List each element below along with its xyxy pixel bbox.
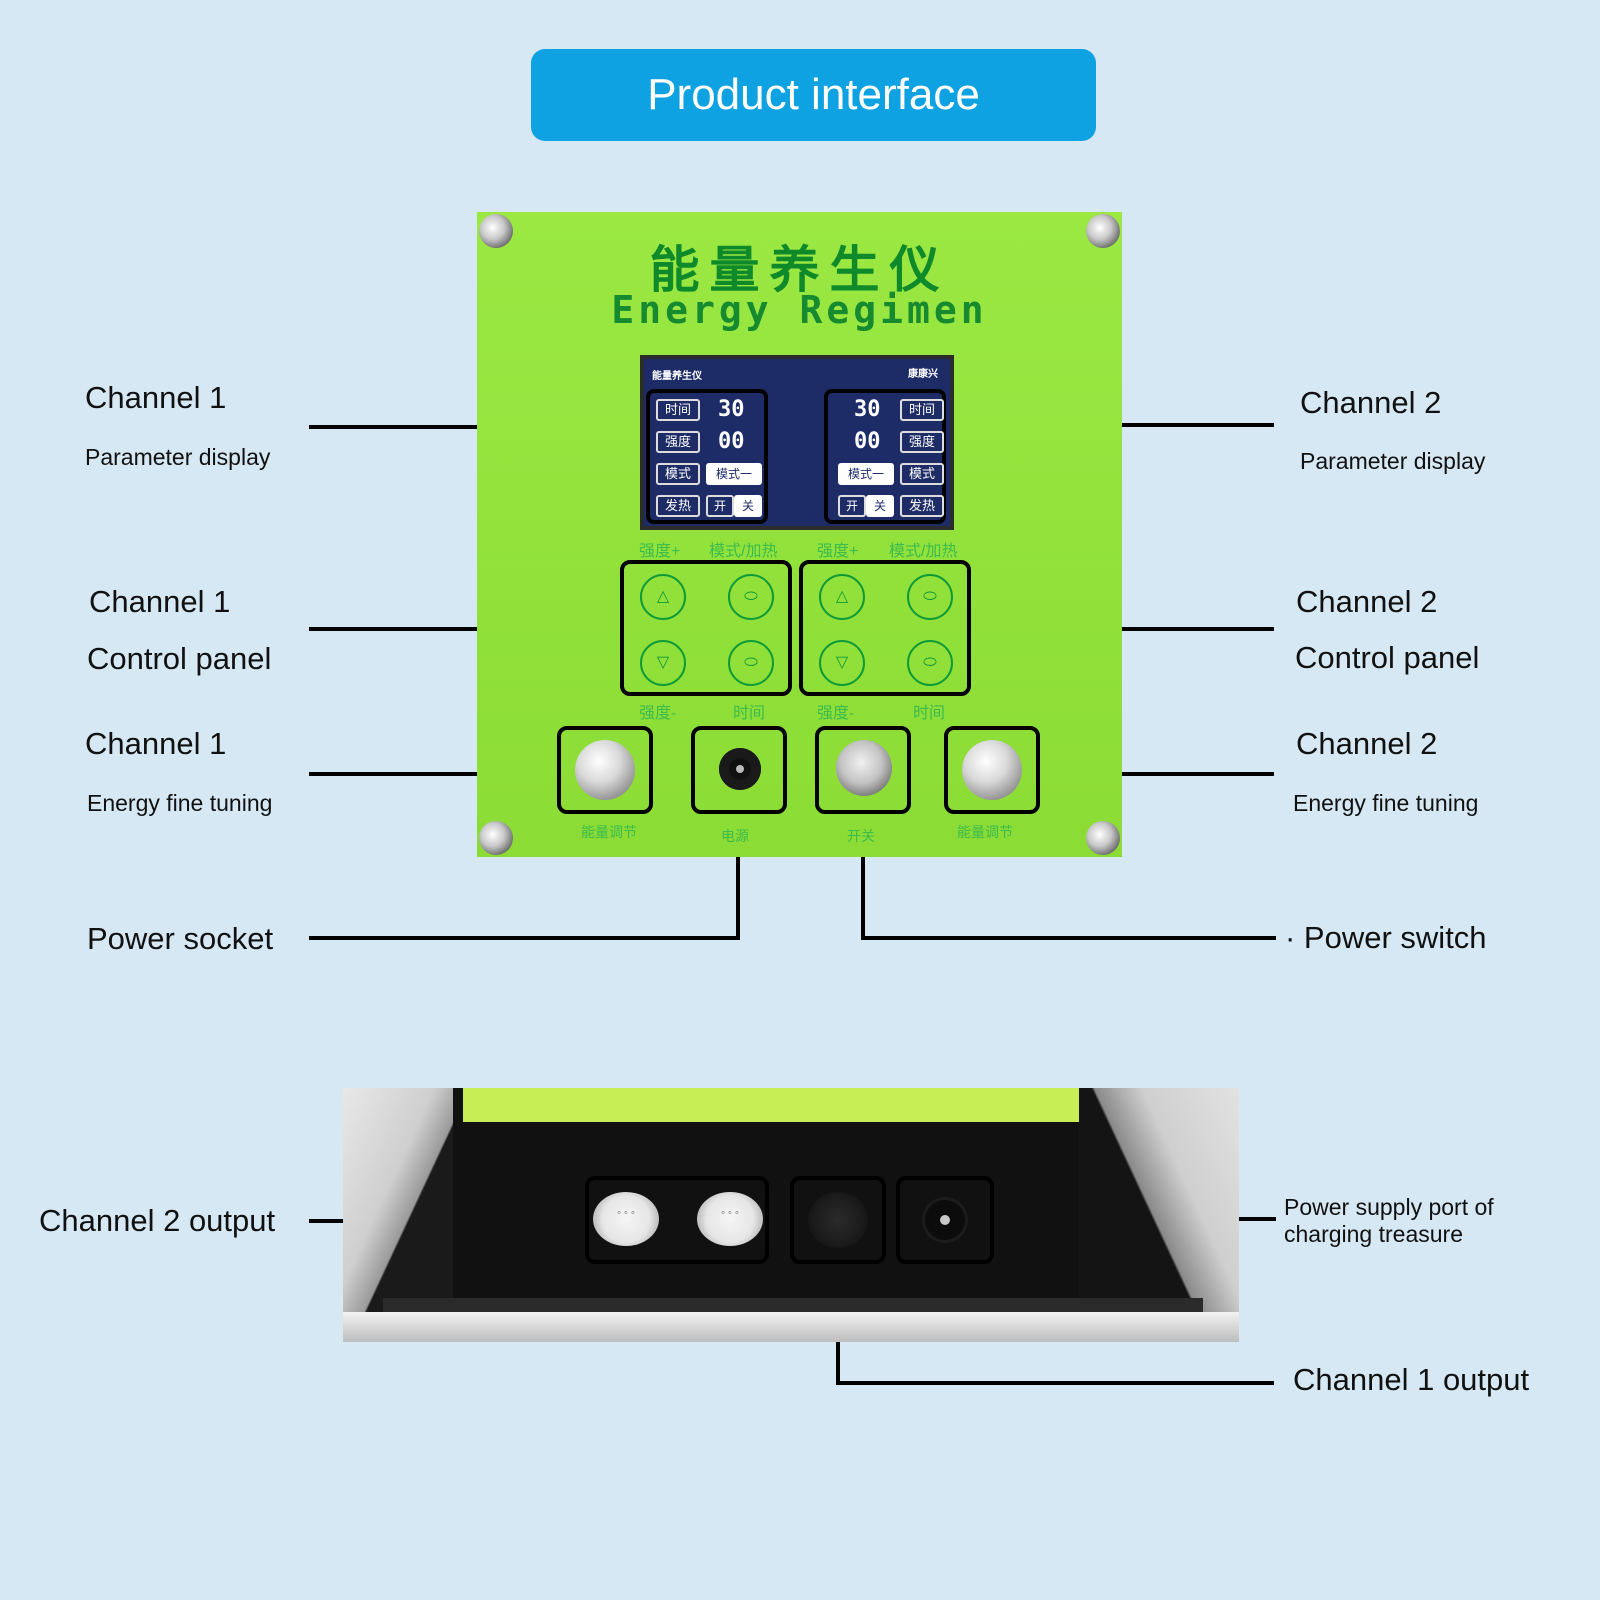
- mode-heat-button[interactable]: ⬭: [907, 574, 953, 620]
- control-panel-channel-1: △ ⬭ ▽ ⬭: [620, 560, 792, 696]
- power-switch-button[interactable]: [836, 740, 892, 796]
- case-floor: [383, 1298, 1203, 1312]
- label-power-switch: · Power switch: [1285, 920, 1487, 955]
- lcd-off-label: 关: [734, 495, 762, 517]
- label-ch2-param-title: Channel 2: [1300, 385, 1442, 420]
- output-port-icon[interactable]: [808, 1192, 868, 1248]
- label-power-port-line1: Power supply port of: [1284, 1194, 1494, 1220]
- intensity-up-button[interactable]: △: [819, 574, 865, 620]
- screw-icon: [479, 821, 513, 855]
- label-ch2-control-sub: Control panel: [1295, 640, 1480, 675]
- lcd-header-left: 能量养生仪: [652, 371, 702, 382]
- lcd-time-label: 时间: [656, 399, 700, 421]
- label-ch1-param-sub: Parameter display: [85, 444, 271, 470]
- energy-knob-channel-1-frame: [557, 726, 653, 814]
- label-power-port-line2: charging treasure: [1284, 1221, 1463, 1247]
- label-power-socket: Power socket: [87, 921, 274, 956]
- label-ch1-param-title: Channel 1: [85, 380, 227, 415]
- power-supply-port-frame: [896, 1176, 994, 1264]
- lcd-display: 能量养生仪 康康兴 时间 30 强度 00 模式 模式一 发热 开 关: [640, 355, 954, 530]
- energy-knob-channel-2-frame: [944, 726, 1040, 814]
- power-socket-icon[interactable]: [719, 748, 761, 790]
- lcd-heat-label: 发热: [656, 495, 700, 517]
- lcd-heat-label: 发热: [900, 495, 944, 517]
- label-ch2-param-sub: Parameter display: [1300, 448, 1486, 474]
- channel-1-output-frame: [790, 1176, 886, 1264]
- lcd-mode-value: 模式一: [838, 463, 894, 485]
- caption-intensity-up: 强度+: [817, 543, 859, 560]
- label-ch2-energy-sub: Energy fine tuning: [1293, 790, 1479, 816]
- lcd-intensity-label: 强度: [656, 431, 700, 453]
- lcd-off-label: 关: [866, 495, 894, 517]
- time-button[interactable]: ⬭: [907, 640, 953, 686]
- intensity-down-button[interactable]: ▽: [640, 640, 686, 686]
- lcd-time-label: 时间: [900, 399, 944, 421]
- label-ch1-energy-title: Channel 1: [85, 726, 227, 761]
- caption-energy-adjust: 能量调节: [957, 824, 1013, 840]
- mode-heat-button[interactable]: ⬭: [728, 574, 774, 620]
- panel-title-en: Energy Regimen: [611, 288, 988, 332]
- screw-icon: [1086, 821, 1120, 855]
- lcd-mode-label: 模式: [900, 463, 944, 485]
- label-ch1-control-title: Channel 1: [89, 584, 231, 619]
- caption-intensity-down: 强度-: [639, 705, 677, 722]
- lcd-header-right: 康康兴: [908, 369, 938, 380]
- screw-icon: [1086, 214, 1120, 248]
- caption-time: 时间: [913, 705, 946, 722]
- channel-2-output-frame: [585, 1176, 769, 1264]
- device-case-photo: [343, 1088, 1239, 1342]
- lcd-time-value: 30: [718, 397, 745, 422]
- lcd-channel-2: 30 时间 00 强度 模式一 模式 开 关 发热: [824, 389, 946, 524]
- output-port-icon[interactable]: [697, 1192, 763, 1246]
- power-switch-frame: [815, 726, 911, 814]
- lcd-intensity-label: 强度: [900, 431, 944, 453]
- dc-port-icon[interactable]: [925, 1200, 965, 1240]
- caption-switch: 开关: [847, 828, 875, 844]
- lcd-time-value: 30: [854, 397, 881, 422]
- caption-energy-adjust: 能量调节: [581, 824, 637, 840]
- time-button[interactable]: ⬭: [728, 640, 774, 686]
- energy-knob-icon[interactable]: [575, 740, 635, 800]
- lcd-mode-label: 模式: [656, 463, 700, 485]
- caption-intensity-down: 强度-: [817, 705, 855, 722]
- device-panel: 能量养生仪 Energy Regimen 能量养生仪 康康兴 时间 30 强度 …: [477, 212, 1122, 857]
- label-ch1-control-sub: Control panel: [87, 641, 272, 676]
- page-title-banner: Product interface: [531, 49, 1096, 141]
- caption-time: 时间: [733, 705, 766, 722]
- lcd-on-label: 开: [838, 495, 866, 517]
- label-ch2-control-title: Channel 2: [1296, 584, 1438, 619]
- lcd-intensity-value: 00: [718, 429, 745, 454]
- screw-icon: [479, 214, 513, 248]
- intensity-up-button[interactable]: △: [640, 574, 686, 620]
- caption-mode-heat: 模式/加热: [889, 543, 958, 560]
- lcd-on-label: 开: [706, 495, 734, 517]
- panel-title-cn: 能量养生仪: [649, 240, 950, 299]
- energy-knob-icon[interactable]: [962, 740, 1022, 800]
- label-ch2-output: Channel 2 output: [39, 1203, 276, 1238]
- lcd-channel-1: 时间 30 强度 00 模式 模式一 发热 开 关: [646, 389, 768, 524]
- output-port-icon[interactable]: [593, 1192, 659, 1246]
- control-panel-channel-2: △ ⬭ ▽ ⬭: [799, 560, 971, 696]
- caption-intensity-up: 强度+: [639, 543, 681, 560]
- label-ch1-energy-sub: Energy fine tuning: [87, 790, 273, 816]
- caption-power: 电源: [721, 828, 749, 844]
- lcd-mode-value: 模式一: [706, 463, 762, 485]
- case-panel-edge: [463, 1088, 1083, 1122]
- lcd-intensity-value: 00: [854, 429, 881, 454]
- label-ch1-output: Channel 1 output: [1293, 1362, 1530, 1397]
- label-ch2-energy-title: Channel 2: [1296, 726, 1438, 761]
- caption-mode-heat: 模式/加热: [709, 543, 778, 560]
- intensity-down-button[interactable]: ▽: [819, 640, 865, 686]
- case-bottom-rail: [343, 1312, 1239, 1342]
- power-socket-frame: [691, 726, 787, 814]
